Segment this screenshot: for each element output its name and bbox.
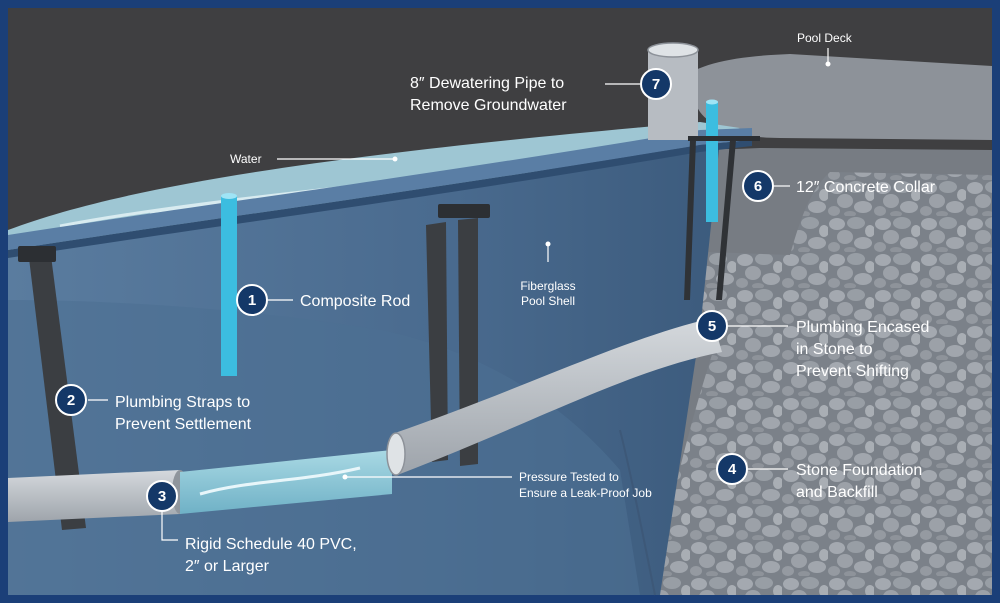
strap-clip-middle — [438, 204, 490, 218]
badge-6: 6 — [742, 170, 774, 202]
callout-6-line-1: 12″ Concrete Collar — [796, 179, 936, 196]
leader-dots — [342, 61, 831, 480]
callout-7-line-2: Remove Groundwater — [410, 97, 567, 114]
badge-7-number: 7 — [652, 76, 660, 93]
badge-1-number: 1 — [248, 292, 256, 309]
label-pressure-line-2: Ensure a Leak-Proof Job — [519, 486, 652, 500]
label-water: Water — [230, 152, 262, 166]
callout-5-line-2: in Stone to — [796, 341, 873, 358]
plumbing-strap-middle-2 — [458, 218, 478, 466]
label-fiberglass-line-1: Fiberglass — [520, 279, 575, 293]
clear-pipe-ripples — [199, 466, 361, 496]
badge-7: 7 — [640, 68, 672, 100]
callout-2-line-2: Prevent Settlement — [115, 416, 252, 433]
label-pressure-line-1: Pressure Tested to — [519, 470, 619, 484]
callout-1-line-1: Composite Rod — [300, 293, 410, 310]
badge-2-number: 2 — [67, 392, 75, 409]
badge-4-number: 4 — [728, 461, 737, 478]
pvc-pipe-left — [8, 470, 180, 522]
badge-3-number: 3 — [158, 488, 166, 505]
pool-rim — [8, 128, 752, 250]
badge-6-number: 6 — [754, 178, 762, 195]
composite-rod-front-top — [221, 193, 237, 199]
shell-wall-edge — [619, 429, 656, 596]
pool-deck — [680, 54, 992, 140]
plumbing-strap-middle — [426, 222, 448, 462]
strap-bar-right — [688, 136, 760, 141]
pvc-pipe-right — [392, 318, 722, 474]
badge-3: 3 — [146, 480, 178, 512]
dewatering-pipe-opening — [647, 42, 699, 58]
badge-2: 2 — [55, 384, 87, 416]
callout-5-line-1: Plumbing Encased — [796, 319, 929, 336]
callout-2-line-1: Plumbing Straps to — [115, 394, 250, 411]
composite-rod-front — [221, 196, 237, 376]
pool-floor-shading — [8, 300, 640, 595]
composite-rod-back-top — [706, 99, 718, 105]
pvc-pipe-right-opening — [386, 432, 406, 476]
leader-lines — [88, 48, 829, 541]
callout-3-line-2: 2″ or Larger — [185, 558, 270, 575]
callout-5-line-3: Prevent Shifting — [796, 363, 909, 380]
callout-4-line-2: and Backfill — [796, 484, 878, 501]
composite-rod-back — [706, 102, 718, 222]
stone-backfill — [655, 172, 992, 595]
plumbing-strap-left — [28, 248, 86, 530]
pool-rim-shadow — [8, 140, 752, 258]
badge-5-number: 5 — [708, 318, 716, 335]
leader-3 — [161, 512, 178, 541]
badge-1: 1 — [236, 284, 268, 316]
strap-clip-left — [18, 246, 56, 262]
badge-5: 5 — [696, 310, 728, 342]
callout-4-line-1: Stone Foundation — [796, 462, 922, 479]
label-fiberglass-line-2: Pool Shell — [521, 294, 575, 308]
label-pool-deck: Pool Deck — [797, 31, 853, 45]
plumbing-strap-right — [684, 140, 696, 300]
clear-pipe-section — [180, 450, 392, 514]
badge-4: 4 — [716, 453, 748, 485]
plumbing-strap-right-2 — [716, 140, 736, 300]
callout-3-line-1: Rigid Schedule 40 PVC, — [185, 536, 357, 553]
callout-7-line-1: 8″ Dewatering Pipe to — [410, 75, 564, 92]
